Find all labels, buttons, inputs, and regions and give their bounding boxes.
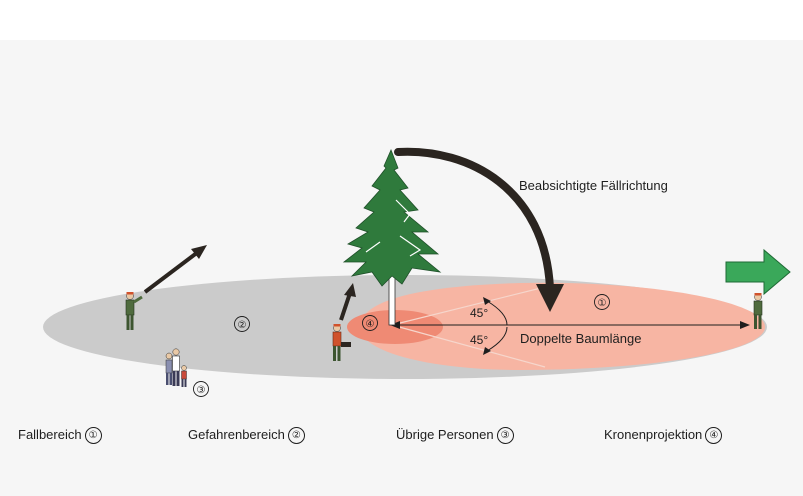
zone-1-marker <box>594 294 610 310</box>
retreat-direction-arrow <box>725 248 791 296</box>
feller-escape-arrowhead <box>344 283 356 297</box>
zone-3-marker <box>193 381 209 397</box>
double-tree-length-label: Doppelte Baumlänge <box>520 331 641 346</box>
zone-3-number: ③ <box>197 385 206 396</box>
angle-lower-label: 45° <box>470 333 488 347</box>
observer-person <box>753 293 763 329</box>
wedge-line-upper <box>391 286 546 326</box>
zone-1-number: ① <box>598 298 607 309</box>
legend-number: ③ <box>496 427 514 444</box>
legend-number: ② <box>287 427 305 444</box>
legend-number: ④ <box>705 427 723 444</box>
angle-arc-lower <box>486 326 508 352</box>
angle-arc-upper-tip <box>483 297 491 305</box>
felling-direction-arrowhead <box>536 284 564 312</box>
feller-person <box>332 324 351 361</box>
legend-label: Übrige Personen <box>396 427 494 442</box>
tree-highlight-1 <box>395 199 411 223</box>
legend-number: ① <box>84 427 102 444</box>
tree-highlight-3 <box>365 241 381 253</box>
bystander-group <box>165 348 187 387</box>
double-length-arrow-right <box>740 321 750 329</box>
zone-2-number: ② <box>238 320 247 331</box>
tree <box>342 148 442 326</box>
feller-escape-arrow <box>339 292 352 321</box>
legend-label: Kronenprojektion <box>604 427 703 442</box>
helper-person <box>125 292 143 330</box>
top-band <box>0 0 803 40</box>
felling-direction-arrow <box>394 147 554 292</box>
person-pointing-arrowhead <box>191 245 207 259</box>
angle-arc-lower-tip <box>483 347 491 355</box>
tree-highlight-2 <box>399 235 422 257</box>
intended-direction-label: Beabsichtigte Fällrichtung <box>519 178 668 193</box>
person-pointing-arrow <box>143 250 200 294</box>
zone-4-marker <box>362 315 378 331</box>
zone-4-number: ④ <box>366 319 375 330</box>
wedge-line-lower <box>391 324 546 368</box>
zone-2-marker <box>234 316 250 332</box>
fall-area-zone <box>360 282 765 370</box>
legend-label: Gefahrenbereich <box>188 427 285 442</box>
angle-arc-upper <box>486 300 508 326</box>
angle-upper-label: 45° <box>470 306 488 320</box>
tree-crown <box>342 148 442 287</box>
legend-label: Fallbereich <box>18 427 82 442</box>
